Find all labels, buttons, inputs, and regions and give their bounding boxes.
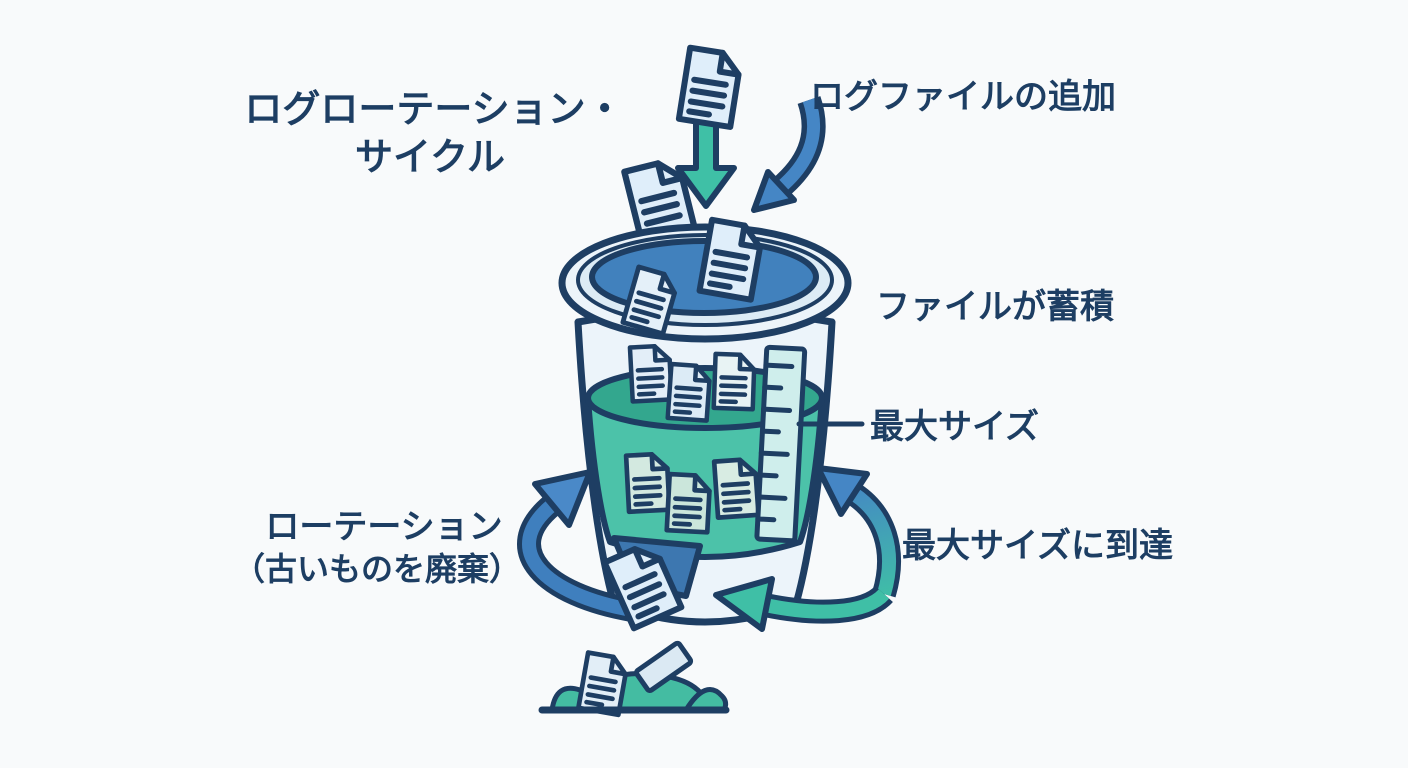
log-file-icon <box>667 474 710 532</box>
cycle-arrow-bottom-icon <box>713 576 893 632</box>
label-rotation-line2: （古いものを廃棄） <box>233 551 521 587</box>
label-max-size: 最大サイズ <box>870 407 1039 446</box>
log-file-icon <box>626 454 669 512</box>
trash-pile-icon <box>538 640 730 715</box>
blue-curved-arrow-icon <box>751 96 826 213</box>
log-file-icon <box>714 354 755 409</box>
label-max-size-reached: 最大サイズに到達 <box>902 526 1173 565</box>
label-rotation-line1: ローテーション <box>265 508 502 546</box>
diagram-title-line2: サイクル <box>355 137 505 179</box>
ruler-icon <box>754 344 808 544</box>
cycle-arrow-left-icon <box>517 469 635 622</box>
cycle-arrow-right-icon <box>815 465 902 598</box>
log-file-icon <box>630 346 672 402</box>
label-files-accumulate: ファイルが蓄積 <box>876 288 1114 326</box>
log-file-icon <box>714 459 758 518</box>
log-file-icon <box>668 364 711 421</box>
label-add-log-file: ログファイルの追加 <box>810 78 1116 116</box>
paper-scrap-icon <box>634 640 694 693</box>
diagram-title-line1: ログローテーション・ <box>244 89 623 131</box>
